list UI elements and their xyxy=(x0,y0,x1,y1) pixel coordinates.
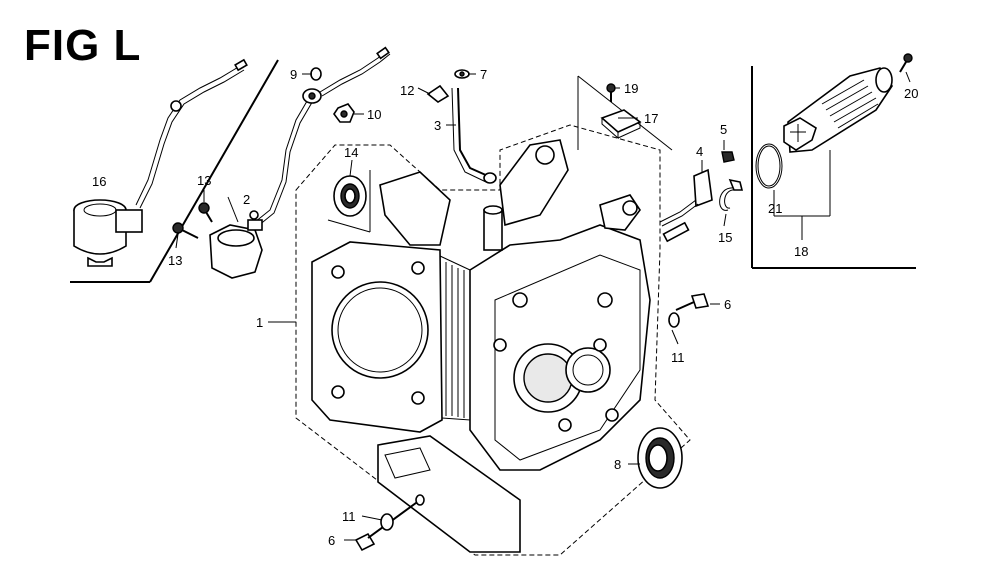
callout-6-right: 6 xyxy=(724,297,731,312)
callout-5: 5 xyxy=(720,122,727,137)
callout-3: 3 xyxy=(434,118,441,133)
part-20-screw xyxy=(899,53,913,73)
callout-15: 15 xyxy=(718,230,732,245)
callout-14: 14 xyxy=(344,145,358,160)
part-13-bolt-upper xyxy=(198,202,213,223)
callout-2: 2 xyxy=(243,192,250,207)
part-2-oil-level-switch xyxy=(209,88,322,279)
callout-4: 4 xyxy=(696,144,703,159)
callout-labels: 1 2 3 4 5 6 6 7 8 9 10 11 11 12 13 13 14… xyxy=(92,67,918,548)
callout-9: 9 xyxy=(290,67,297,82)
part-4-sensor xyxy=(659,168,713,243)
part-11-washer-right xyxy=(668,312,680,328)
callout-10: 10 xyxy=(367,107,381,122)
callout-13-upper: 13 xyxy=(197,173,211,188)
part-14-frame xyxy=(327,170,371,233)
callout-13-lower: 13 xyxy=(168,253,182,268)
callout-21: 21 xyxy=(768,201,782,216)
part-5-screw xyxy=(721,151,735,163)
part-16-oil-alert-unit xyxy=(73,58,248,267)
callout-16: 16 xyxy=(92,174,106,189)
callout-12: 12 xyxy=(400,83,414,98)
crankcase-cylinder-block xyxy=(311,139,651,553)
left-inset-frame xyxy=(70,59,279,283)
callout-11-bottom: 11 xyxy=(342,509,356,524)
part-6-bolt-right xyxy=(675,293,710,311)
part-8-oil-seal xyxy=(637,427,683,489)
part-6-bolt-bottom xyxy=(354,499,421,552)
callout-17: 17 xyxy=(644,111,658,126)
callout-7: 7 xyxy=(480,67,487,82)
part-17-plate xyxy=(600,109,642,140)
callout-18: 18 xyxy=(794,244,808,259)
part-15-clamp xyxy=(719,178,744,211)
callout-11-right: 11 xyxy=(671,350,685,365)
callout-8: 8 xyxy=(614,457,621,472)
part-14-oil-seal xyxy=(333,175,367,217)
part-12-clip xyxy=(426,84,450,103)
part-21-o-ring xyxy=(755,143,783,189)
callout-1: 1 xyxy=(256,315,263,330)
leader-lines xyxy=(175,71,911,541)
part-10-nut xyxy=(333,103,355,123)
part-13-bolt-lower xyxy=(172,222,199,239)
part-11-washer-bottom xyxy=(380,494,425,531)
part-9-washer xyxy=(310,67,322,81)
callout-20: 20 xyxy=(904,86,918,101)
part-18-dipstick-cap xyxy=(783,67,893,153)
callout-19: 19 xyxy=(624,81,638,96)
crankcase-dashed-outline xyxy=(295,124,691,556)
figure-title: FIG L xyxy=(24,21,142,70)
part-3-rod xyxy=(451,87,497,184)
right-inset-frame xyxy=(751,66,916,269)
upper-lead-wire xyxy=(319,46,391,97)
part-7-washer xyxy=(454,69,470,79)
callout-6-bottom: 6 xyxy=(328,533,335,548)
